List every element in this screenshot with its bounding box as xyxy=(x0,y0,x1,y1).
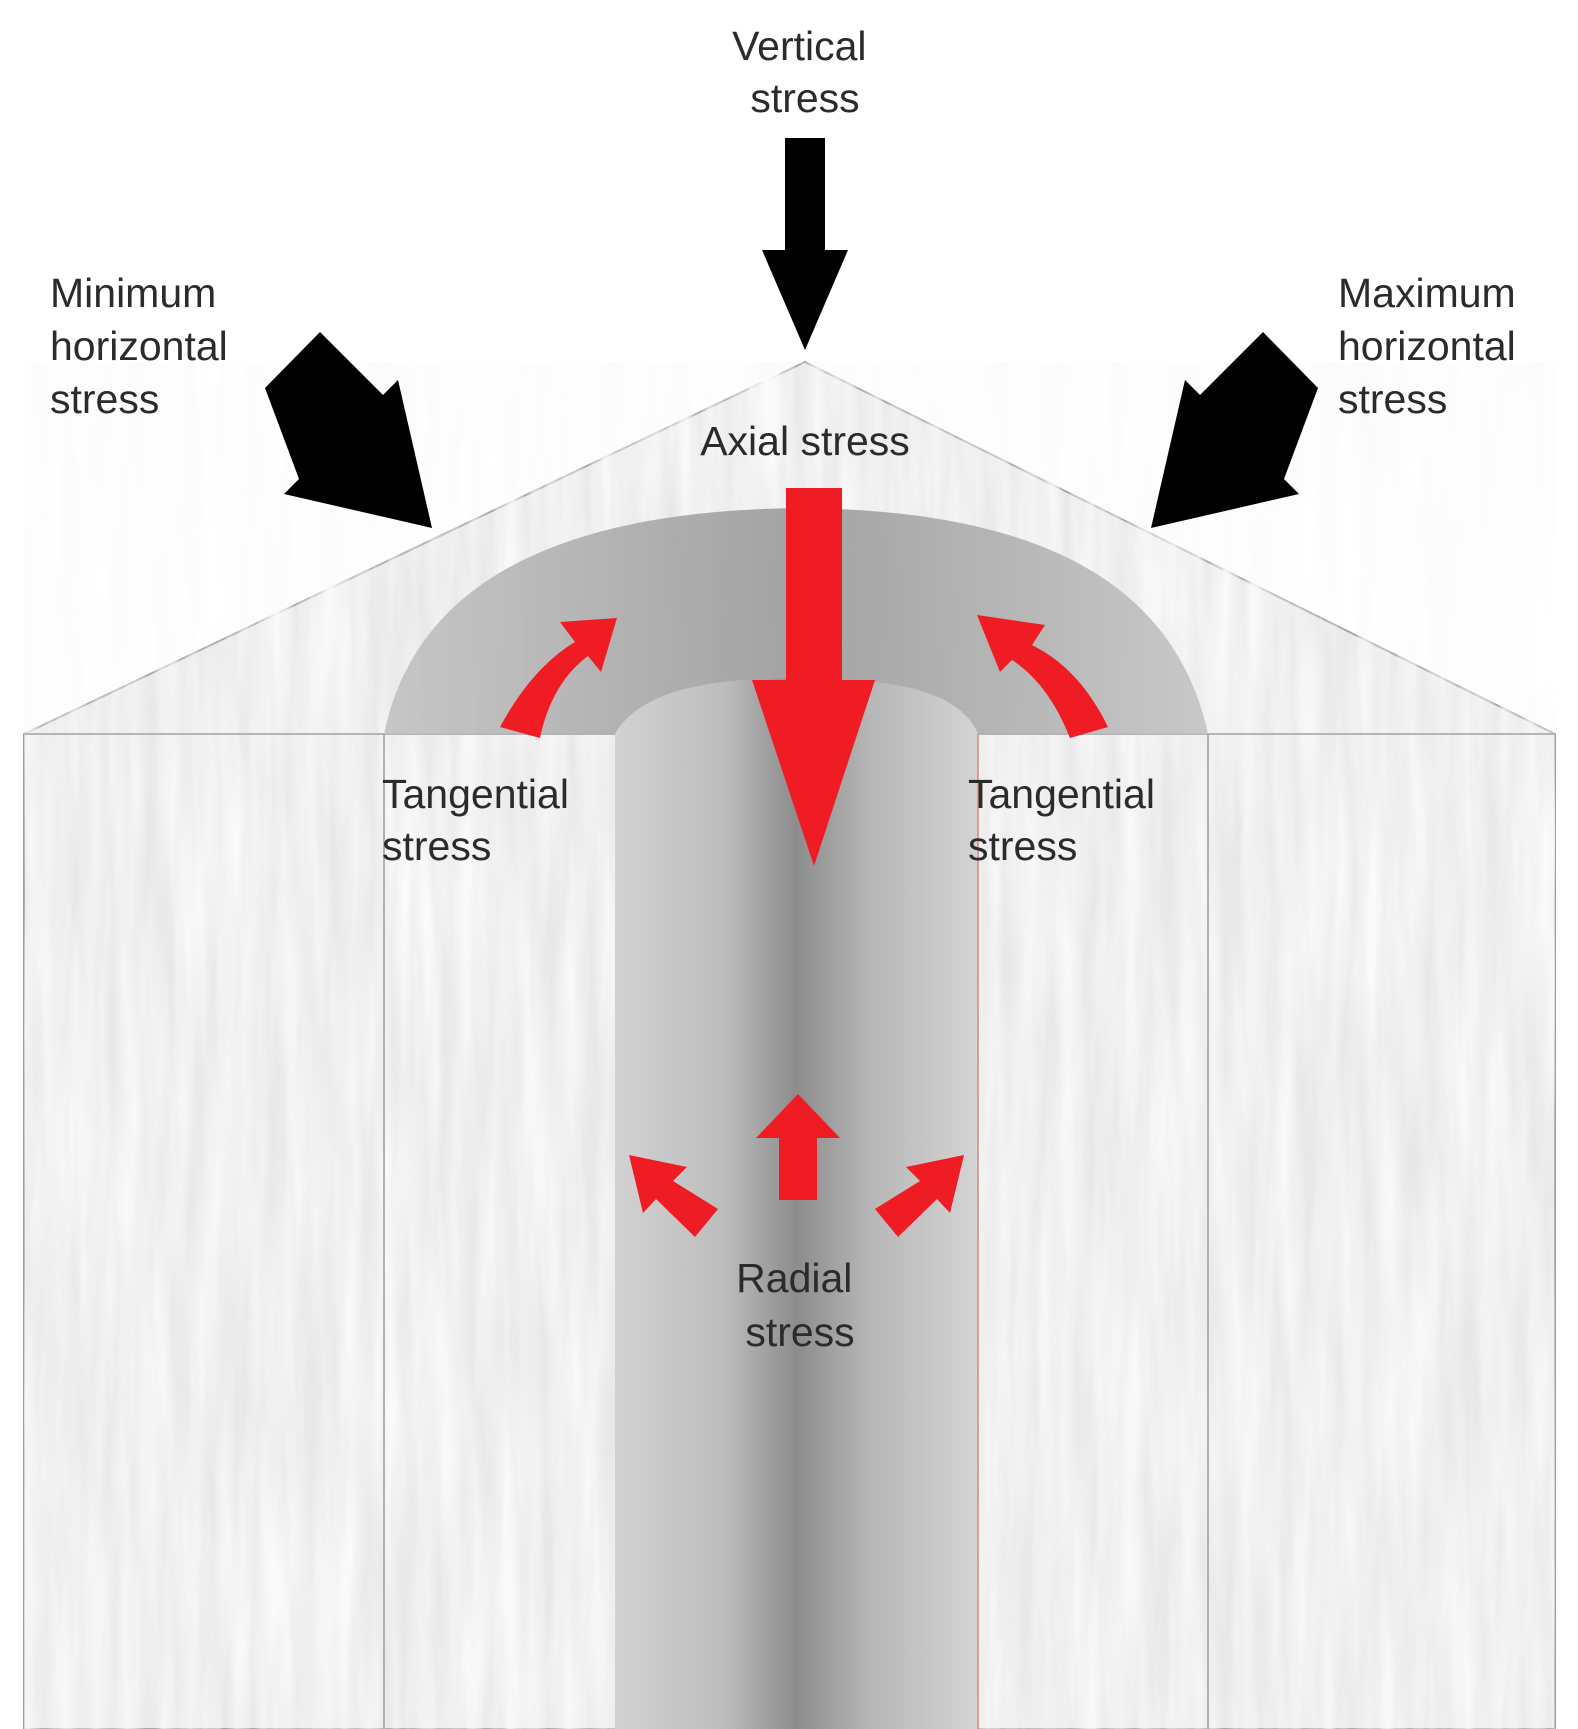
radial-stress-label: Radial stress xyxy=(736,1255,864,1355)
tangential-stress-left-arrow xyxy=(500,618,617,738)
tangential-stress-right-label: Tangential stress xyxy=(968,771,1166,869)
radial-stress-left-arrow xyxy=(629,1155,718,1237)
tangential-stress-left-label: Tangential stress xyxy=(382,771,580,869)
min-horizontal-stress-arrow xyxy=(265,332,432,528)
axial-stress-arrow xyxy=(752,488,875,866)
vertical-stress-arrow xyxy=(762,138,848,350)
vertical-stress-label: Vertical stress xyxy=(732,23,878,121)
tangential-stress-right-arrow xyxy=(977,615,1108,738)
max-horizontal-stress-label: Maximum horizontal stress xyxy=(1338,270,1527,422)
radial-stress-right-arrow xyxy=(875,1155,964,1237)
axial-stress-label: Axial stress xyxy=(700,418,910,464)
min-horizontal-stress-label: Minimum horizontal stress xyxy=(50,270,239,422)
borehole xyxy=(384,508,1208,1729)
max-horizontal-stress-arrow xyxy=(1151,332,1318,528)
radial-stress-up-arrow xyxy=(756,1094,840,1200)
